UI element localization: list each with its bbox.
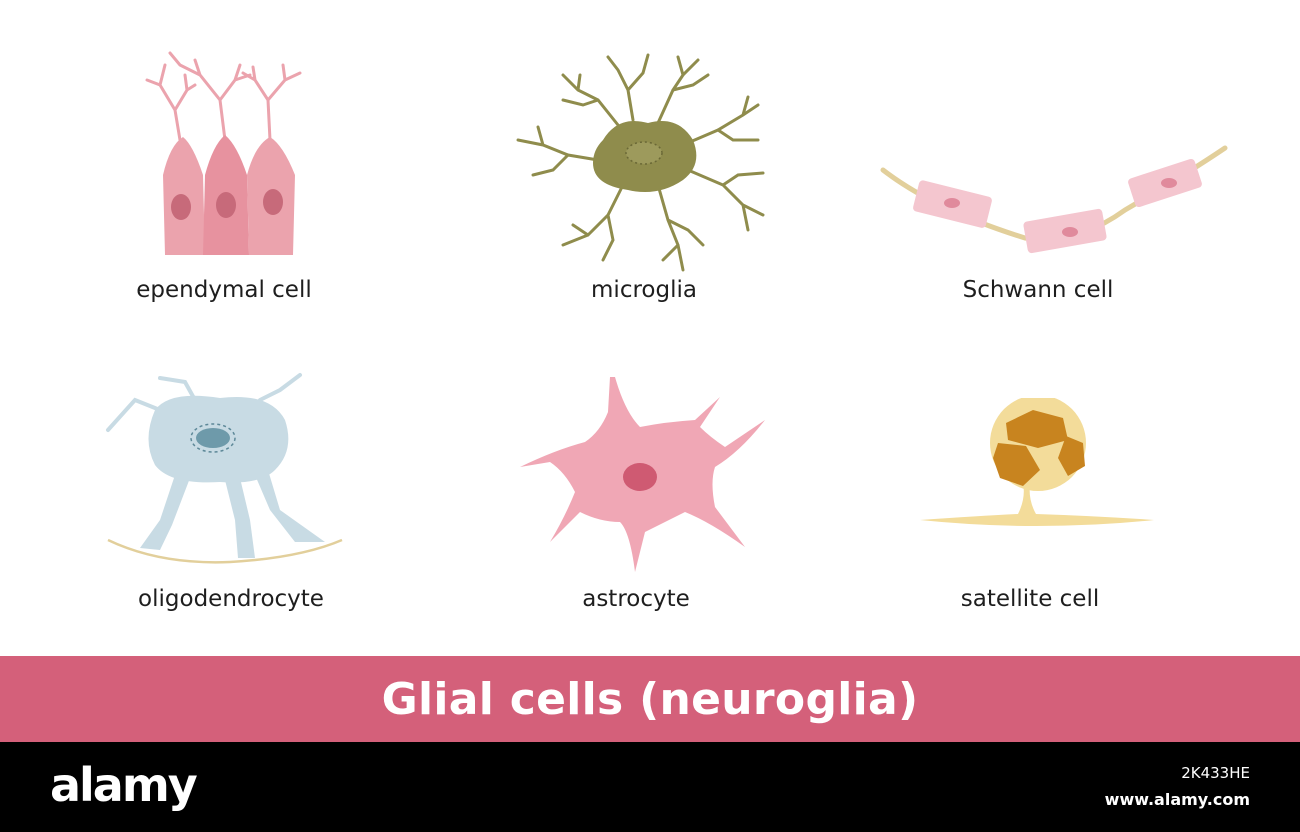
ependymal-nucleus-1 [171, 194, 191, 220]
ependymal-nucleus-3 [263, 189, 283, 215]
label-satellite-cell: satellite cell [960, 586, 1100, 612]
label-oligodendrocyte: oligodendrocyte [138, 586, 324, 612]
oligodendrocyte-illustration [106, 373, 343, 564]
stock-url: www.alamy.com [1104, 790, 1250, 809]
satellite-cell-illustration [920, 398, 1154, 526]
page-title: Glial cells (neuroglia) [381, 673, 919, 725]
astrocyte-nucleus [623, 463, 657, 491]
microglia-illustration [516, 53, 765, 272]
title-banner: Glial cells (neuroglia) [0, 656, 1300, 742]
oligodendrocyte-nucleus [196, 428, 230, 448]
schwann-cell-illustration [880, 145, 1228, 254]
label-microglia: microglia [591, 277, 697, 303]
satellite-nucleus-3 [1058, 436, 1085, 476]
label-ependymal-cell: ependymal cell [136, 277, 312, 303]
satellite-nucleus-1 [1006, 410, 1068, 448]
alamy-logo: alamy [50, 758, 198, 812]
ependymal-nucleus-2 [216, 192, 236, 218]
satellite-nucleus-2 [993, 443, 1040, 486]
label-astrocyte: astrocyte [582, 586, 690, 612]
image-id: 2K433HE [1181, 764, 1250, 782]
label-schwann-cell: Schwann cell [962, 277, 1114, 303]
stock-footer: alamy 2K433HE www.alamy.com [0, 742, 1300, 832]
astrocyte-illustration [520, 377, 765, 572]
oligodendrocyte-axon [107, 538, 343, 564]
satellite-axon [920, 483, 1154, 526]
illustration-area: ependymal cell microglia Schwann cell [106, 51, 1228, 612]
ependymal-cell-illustration [145, 51, 302, 255]
microglia-nucleus [625, 141, 663, 165]
